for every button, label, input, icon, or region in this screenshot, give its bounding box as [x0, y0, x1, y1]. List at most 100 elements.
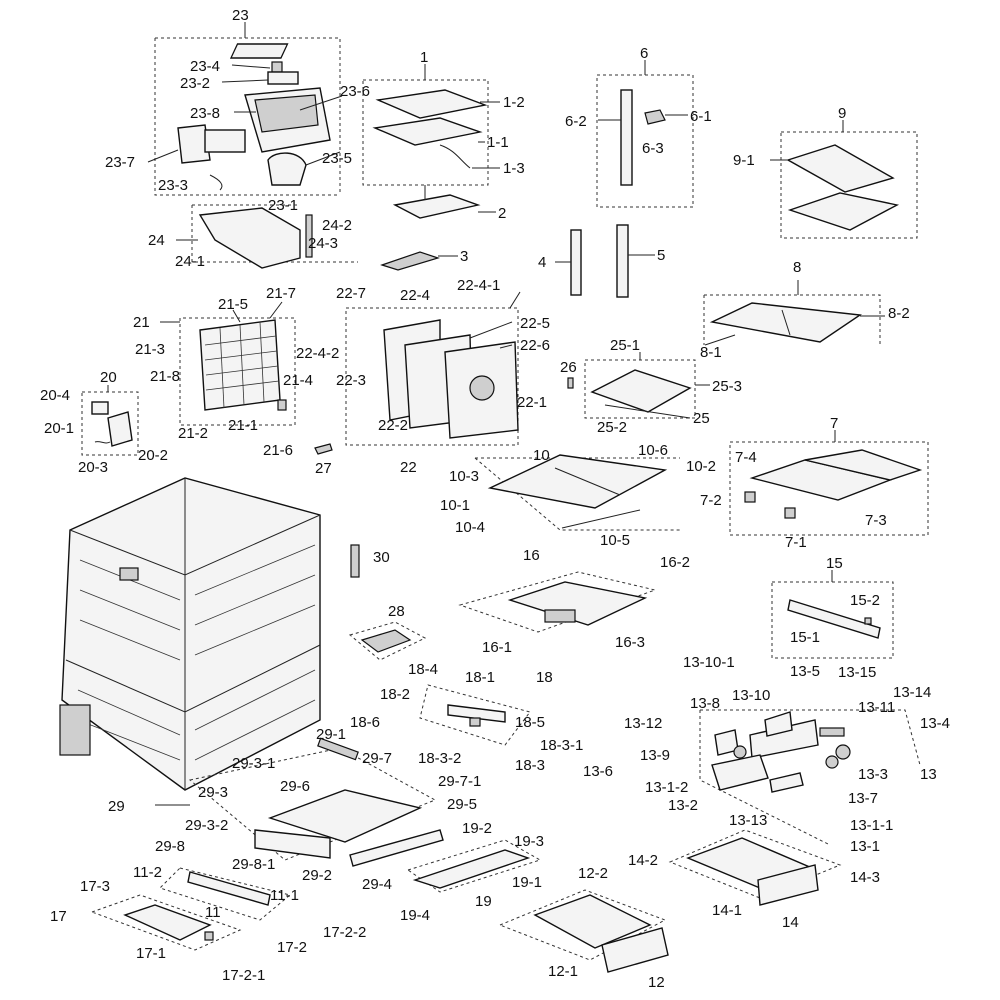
- label-25-1: 25-1: [610, 337, 640, 354]
- label-21-4: 21-4: [283, 372, 313, 389]
- label-1-1: 1-1: [487, 134, 509, 151]
- label-20-4: 20-4: [40, 387, 70, 404]
- label-10-2: 10-2: [686, 458, 716, 475]
- label-10-4: 10-4: [455, 519, 485, 536]
- label-7-2: 7-2: [700, 492, 722, 509]
- label-8-2: 8-2: [888, 305, 910, 322]
- label-10-1: 10-1: [440, 497, 470, 514]
- label-14-2: 14-2: [628, 852, 658, 869]
- part-3: 3: [380, 248, 468, 271]
- label-1-3: 1-3: [503, 160, 525, 177]
- label-18-6: 18-6: [350, 714, 380, 731]
- group-8-shelf: 8 8-2 8-1: [700, 259, 910, 361]
- label-13-9: 13-9: [640, 747, 670, 764]
- label-6-2: 6-2: [565, 113, 587, 130]
- label-13-5: 13-5: [790, 663, 820, 680]
- label-18: 18: [536, 669, 553, 686]
- label-13-10-1: 13-10-1: [683, 654, 735, 671]
- label-29-3-2: 29-3-2: [185, 817, 228, 834]
- label-13-11: 13-11: [858, 699, 895, 716]
- group-19: 19-2 19-3 19-1 19 19-4: [400, 820, 544, 924]
- label-7: 7: [830, 415, 838, 432]
- label-13-3: 13-3: [858, 766, 888, 783]
- label-23-2: 23-2: [180, 75, 210, 92]
- label-28: 28: [388, 603, 405, 620]
- label-23-5: 23-5: [322, 150, 352, 167]
- label-19-2: 19-2: [462, 820, 492, 837]
- part-30: 30: [350, 544, 390, 578]
- label-22-4-2: 22-4-2: [296, 345, 339, 362]
- label-15: 15: [826, 555, 843, 572]
- label-23-6: 23-6: [340, 83, 370, 100]
- label-27: 27: [315, 460, 332, 477]
- label-22-7: 22-7: [336, 285, 366, 302]
- label-29-8: 29-8: [155, 838, 185, 855]
- label-7-3: 7-3: [865, 512, 887, 529]
- label-10-5: 10-5: [600, 532, 630, 549]
- label-16: 16: [523, 547, 540, 564]
- label-18-3-1: 18-3-1: [540, 737, 583, 754]
- group-18: 18-4 18-1 18 18-2 18-6 18-5 18-3-1 18-3-…: [350, 661, 583, 774]
- label-11-1: 11-1: [270, 887, 299, 904]
- label-21-3: 21-3: [135, 341, 165, 358]
- cabinet-body: [59, 477, 321, 791]
- label-15-2: 15-2: [850, 592, 880, 609]
- label-21-2: 21-2: [178, 425, 208, 442]
- label-22-3: 22-3: [336, 372, 366, 389]
- label-12: 12: [648, 974, 665, 991]
- part-28: 28: [348, 603, 427, 661]
- label-13-13: 13-13: [729, 812, 767, 829]
- label-18-5: 18-5: [515, 714, 545, 731]
- label-17-2-2: 17-2-2: [323, 924, 366, 941]
- label-23-7: 23-7: [105, 154, 135, 171]
- label-18-4: 18-4: [408, 661, 438, 678]
- label-1: 1: [420, 49, 428, 66]
- label-29-2: 29-2: [302, 867, 332, 884]
- group-29-drawer: 29-1 29-3-1 29-7 29-6 29-7-1 29 29-3 29-…: [108, 726, 481, 893]
- label-17-1: 17-1: [136, 945, 166, 962]
- label-22: 22: [400, 459, 417, 476]
- label-13-6: 13-6: [583, 763, 613, 780]
- group-11: 11-2 11-1 11: [133, 864, 299, 921]
- label-21-7: 21-7: [266, 285, 296, 302]
- label-13: 13: [920, 766, 937, 783]
- group-16: 16 16-2 16-1 16-3: [458, 547, 690, 656]
- label-29-3: 29-3: [198, 784, 228, 801]
- label-21-1: 21-1: [228, 417, 258, 434]
- label-19-1: 19-1: [512, 874, 542, 891]
- part-27: 27: [314, 443, 333, 477]
- label-9-1: 9-1: [733, 152, 755, 169]
- label-24: 24: [148, 232, 165, 249]
- label-22-2: 22-2: [378, 417, 408, 434]
- label-24-1: 24-1: [175, 253, 205, 270]
- label-7-4: 7-4: [735, 449, 757, 466]
- label-26: 26: [560, 359, 577, 376]
- label-8-1: 8-1: [700, 344, 722, 361]
- label-30: 30: [373, 549, 390, 566]
- group-17: 17-3 17 17-2-2 17-2 17-1 17-2-1: [50, 878, 366, 984]
- label-29-7: 29-7: [362, 750, 392, 767]
- label-21-8: 21-8: [150, 368, 180, 385]
- label-6-3: 6-3: [642, 140, 664, 157]
- label-13-1-1: 13-1-1: [850, 817, 893, 834]
- group-10-shelf: 10 10-6 10-3 10-2 10-1 10-4 10-5: [440, 442, 716, 549]
- label-14-3: 14-3: [850, 869, 880, 886]
- label-10-3: 10-3: [449, 468, 479, 485]
- label-17-3: 17-3: [80, 878, 110, 895]
- label-3: 3: [460, 248, 468, 265]
- label-4: 4: [538, 254, 546, 271]
- label-22-5: 22-5: [520, 315, 550, 332]
- label-29-8-1: 29-8-1: [232, 856, 275, 873]
- group-25-shelf: 25-1 25-3 25 25-2 26: [560, 337, 742, 436]
- label-18-3-2: 18-3-2: [418, 750, 461, 767]
- label-22-1: 22-1: [517, 394, 547, 411]
- label-29-3-1: 29-3-1: [232, 755, 275, 772]
- label-11: 11: [205, 904, 221, 921]
- label-13-7: 13-7: [848, 790, 878, 807]
- label-10-6: 10-6: [638, 442, 668, 459]
- label-17-2-1: 17-2-1: [222, 967, 265, 984]
- label-17: 17: [50, 908, 67, 925]
- group-14-drawer: 14-2 14-3 14-1 14: [628, 829, 880, 931]
- part-4: 4: [538, 229, 582, 296]
